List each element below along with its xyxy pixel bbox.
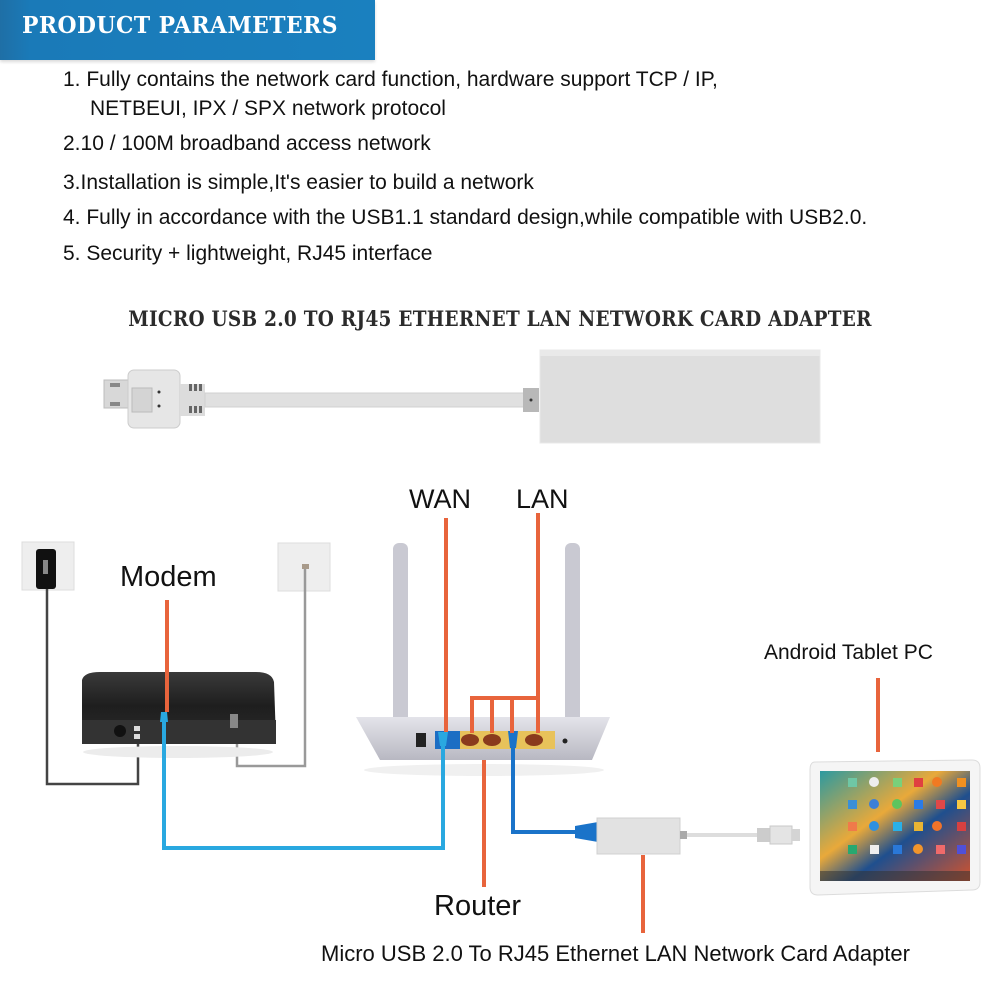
- label-wan: WAN: [409, 484, 471, 514]
- usb-logo-icon: [131, 387, 153, 413]
- callout-lines: [165, 513, 880, 933]
- parameter-item-1: 1. Fully contains the network card funct…: [63, 68, 718, 91]
- label-router: Router: [434, 890, 522, 922]
- parameter-item-5: 5. Security + lightweight, RJ45 interfac…: [63, 242, 433, 265]
- product-parameters-banner: PRODUCT PARAMETERS: [0, 0, 375, 60]
- callout-lan-bus: [470, 513, 540, 700]
- product-heading: MICRO USB 2.0 TO RJ45 ETHERNET LAN NETWO…: [128, 306, 872, 331]
- diagram-adapter: [596, 817, 800, 855]
- label-lan: LAN: [516, 484, 569, 514]
- banner-title: PRODUCT PARAMETERS: [22, 12, 339, 39]
- parameter-item-2: 2.10 / 100M broadband access network: [63, 132, 431, 155]
- antenna-left: [393, 543, 408, 743]
- cable: [204, 392, 526, 408]
- label-tablet: Android Tablet PC: [764, 641, 933, 664]
- android-tablet: [809, 759, 981, 896]
- router-adapter-cable: [511, 735, 582, 834]
- router-device: [356, 543, 610, 776]
- parameter-item-1-cont: NETBEUI, IPX / SPX network protocol: [90, 97, 446, 120]
- antenna-right: [565, 543, 580, 743]
- app-icons: [848, 777, 966, 854]
- product-photo-adapter: [103, 349, 821, 444]
- label-modem: Modem: [120, 561, 217, 593]
- modem-router-cable: [162, 715, 445, 850]
- adapter-body: [539, 349, 821, 444]
- parameter-item-4: 4. Fully in accordance with the USB1.1 s…: [63, 206, 868, 229]
- modem-device: [82, 672, 276, 758]
- power-socket: [21, 541, 140, 786]
- parameter-item-3: 3.Installation is simple,It's easier to …: [63, 171, 534, 194]
- label-adapter: Micro USB 2.0 To RJ45 Ethernet LAN Netwo…: [321, 941, 910, 966]
